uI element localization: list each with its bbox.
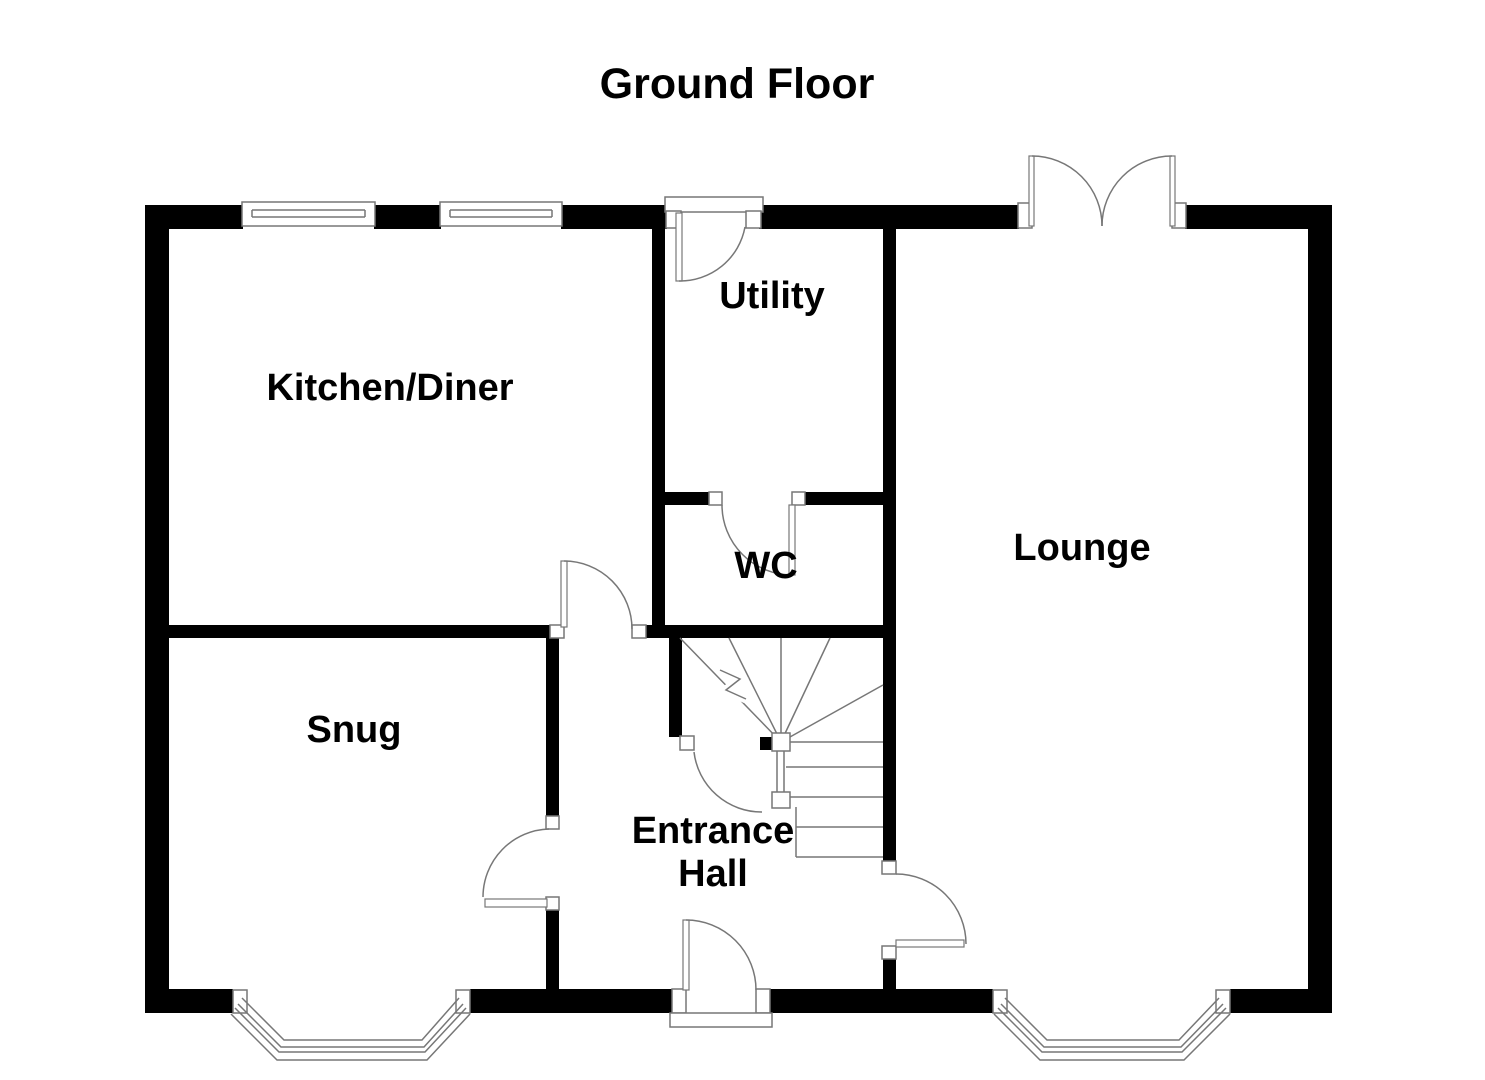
door-lounge-leaf <box>895 939 965 948</box>
exterior-walls <box>145 205 1332 1013</box>
door-utility-leaf <box>675 212 683 282</box>
french-doors-lounge <box>1017 155 1187 229</box>
wall-bottom-1 <box>145 989 233 1013</box>
room-label-hall: Entrance Hall <box>632 810 795 895</box>
door-wc-swing-arc <box>721 504 793 576</box>
wall-utility-wc-right <box>804 492 883 505</box>
front-door-threshold <box>669 1012 773 1028</box>
door-snug <box>482 815 560 911</box>
door-kitchen-swing-arc <box>563 560 633 630</box>
wall-kitchen-snug <box>169 625 551 638</box>
front-door-jamb-right <box>755 988 771 1014</box>
room-label-snug: Snug <box>307 709 402 751</box>
door-kitchen <box>549 560 647 639</box>
room-label-hall-line2: Hall <box>678 853 748 895</box>
french-door-leaf-left <box>1028 155 1035 227</box>
room-label-hall-line1: Entrance <box>632 810 795 852</box>
page-title: Ground Floor <box>600 60 875 108</box>
wall-lounge-left <box>883 229 896 862</box>
stair-flight-treads <box>786 766 883 858</box>
wall-bottom-2 <box>470 989 672 1013</box>
wall-lounge-left-stub <box>883 958 896 989</box>
door-wc <box>708 491 806 576</box>
door-utility <box>664 196 764 282</box>
door-kitchen-jamb-right <box>631 624 647 639</box>
wall-top-2 <box>374 205 441 229</box>
door-utility-jamb-right <box>745 210 762 229</box>
wall-top-5 <box>1185 205 1332 229</box>
window-kitchen-1 <box>241 201 376 227</box>
door-lounge-jamb-top <box>881 860 897 875</box>
room-label-utility: Utility <box>719 275 825 317</box>
bay-window-snug <box>230 989 471 1061</box>
front-door-jamb-left <box>671 988 687 1014</box>
door-snug-jamb-top <box>545 815 560 830</box>
french-door-arc-left <box>1031 155 1103 227</box>
door-wc-jamb-left <box>708 491 723 506</box>
door-wc-jamb-right <box>791 491 806 506</box>
front-door-swing-arc <box>685 919 757 991</box>
front-door-leaf <box>682 919 690 991</box>
room-label-lounge: Lounge <box>1013 527 1150 569</box>
door-lounge <box>881 860 967 960</box>
wall-stairs-left <box>669 638 682 737</box>
wall-top-3 <box>561 205 667 229</box>
door-understairs-swing-arc <box>693 751 763 813</box>
stair-newel-post <box>771 732 791 752</box>
wall-snug-hall-upper <box>546 638 559 817</box>
door-snug-swing-arc <box>482 828 550 898</box>
door-understairs-jamb <box>679 735 695 751</box>
door-kitchen-jamb-left <box>549 624 565 639</box>
front-door <box>669 919 773 1028</box>
stair-winder-treads <box>679 637 884 743</box>
wall-bottom-3 <box>770 989 993 1013</box>
door-utility-frame <box>664 196 764 213</box>
french-door-arc-right <box>1101 155 1173 227</box>
wall-snug-hall-lower <box>546 909 559 989</box>
door-understairs <box>679 735 763 813</box>
door-lounge-swing-arc <box>895 873 967 945</box>
stair-break-mark <box>719 669 747 700</box>
wall-right <box>1308 205 1332 1013</box>
room-label-kitchen: Kitchen/Diner <box>266 367 513 409</box>
wall-left <box>145 205 169 1013</box>
wall-newel-stub <box>760 737 772 750</box>
stair-handrail <box>776 751 785 792</box>
door-snug-jamb-bottom <box>545 896 560 911</box>
interior-walls <box>169 229 896 989</box>
door-snug-leaf <box>484 898 548 908</box>
window-kitchen-2 <box>439 201 563 227</box>
wall-top-4 <box>759 205 1019 229</box>
room-label-wc: WC <box>734 545 797 587</box>
wall-bottom-4 <box>1230 989 1332 1013</box>
bay-window-lounge <box>992 989 1231 1061</box>
door-utility-swing-arc <box>678 226 746 282</box>
staircase <box>679 637 884 858</box>
stair-handrail-cap <box>771 791 791 809</box>
wall-utility-wc-left <box>665 492 710 505</box>
wall-kitchen-utility <box>652 229 665 638</box>
wall-wc-stairs <box>646 625 883 638</box>
french-door-leaf-right <box>1169 155 1176 227</box>
door-kitchen-leaf <box>560 560 568 628</box>
door-lounge-jamb-bottom <box>881 945 897 960</box>
